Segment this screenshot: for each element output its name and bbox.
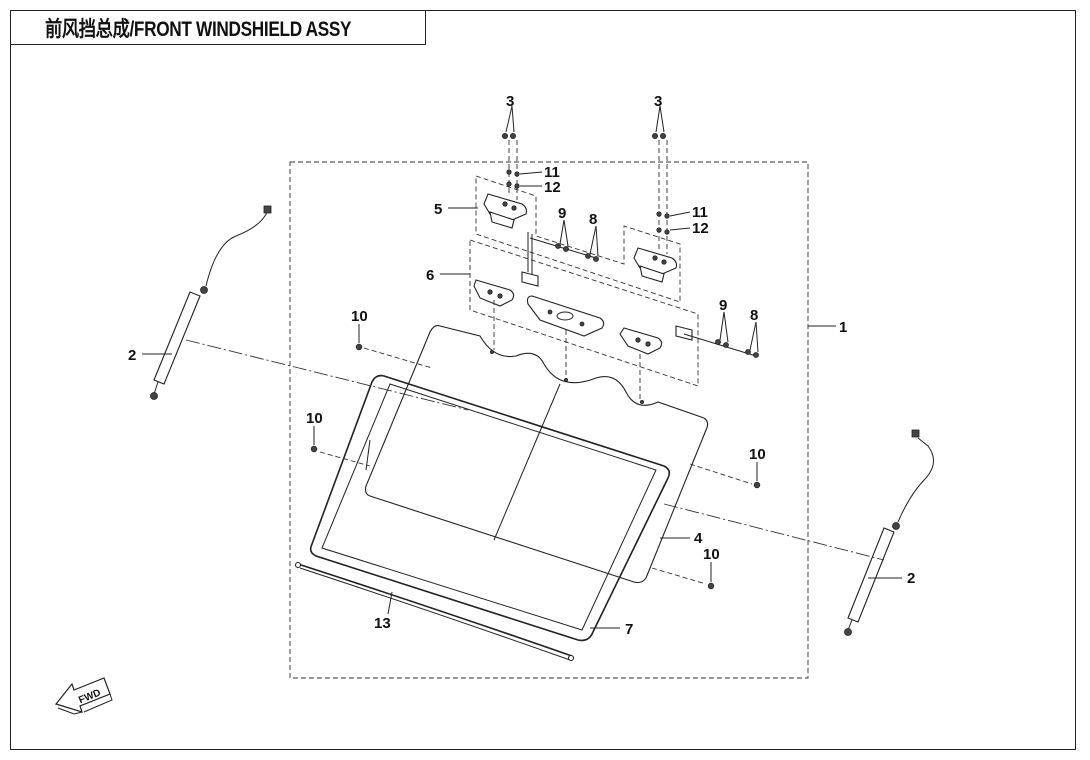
windshield-frame: [309, 374, 671, 642]
hardware-pins-top: [555, 243, 599, 262]
callout-9-right: 9: [719, 297, 727, 314]
diagram-title: 前风挡总成/FRONT WINDSHIELD ASSY: [45, 17, 352, 41]
callout-11-right: 11: [692, 204, 708, 221]
callout-13: 13: [374, 615, 391, 632]
hinge-bracket-left: [483, 193, 528, 229]
fwd-arrow-icon: FWD: [54, 677, 113, 715]
windshield-panel: [364, 325, 709, 584]
bolts-right: [652, 132, 670, 254]
callout-12-right: 12: [692, 220, 709, 237]
callout-3-left: 3: [506, 93, 514, 110]
callout-5: 5: [434, 201, 442, 218]
gas-strut-right: [844, 429, 934, 636]
weather-strip: [294, 561, 575, 662]
callout-9-top: 9: [558, 205, 566, 222]
clip-points: [310, 343, 761, 590]
strut-axis-right: [663, 503, 885, 561]
gas-strut-left: [150, 205, 272, 400]
callout-6: 6: [426, 267, 434, 284]
callout-12-left: 12: [544, 179, 561, 196]
callout-10-right: 10: [749, 446, 766, 463]
lower-bracket-right: [619, 327, 663, 355]
callout-2-left: 2: [128, 347, 136, 364]
callout-4: 4: [694, 530, 703, 547]
callout-7: 7: [625, 621, 633, 638]
diagram-frame: [10, 10, 1076, 750]
callout-1: 1: [839, 319, 847, 336]
strut-axis-left: [185, 339, 469, 411]
assembly-boundary: [289, 161, 809, 679]
callout-3-right: 3: [654, 93, 662, 110]
latch-plate-left: [521, 232, 597, 287]
hinge-bracket-right: [633, 247, 678, 283]
center-bracket: [526, 295, 605, 337]
latch-plate-right: [675, 325, 757, 357]
hardware-pins-right: [715, 339, 759, 358]
callout-11-left: 11: [544, 164, 560, 181]
lower-bracket-left: [473, 279, 515, 307]
callout-8-right: 8: [750, 307, 758, 324]
bracket-group-5-outline: [475, 175, 681, 303]
callout-10-lower-right: 10: [703, 546, 720, 563]
callout-2-right: 2: [907, 570, 915, 587]
title-box: 前风挡总成/FRONT WINDSHIELD ASSY: [10, 10, 426, 45]
callout-10-left: 10: [306, 410, 323, 427]
callout-8-top: 8: [589, 211, 597, 228]
callout-10-upper-left: 10: [351, 308, 368, 325]
bolts-left: [501, 132, 520, 200]
leader-lines: [142, 105, 902, 629]
